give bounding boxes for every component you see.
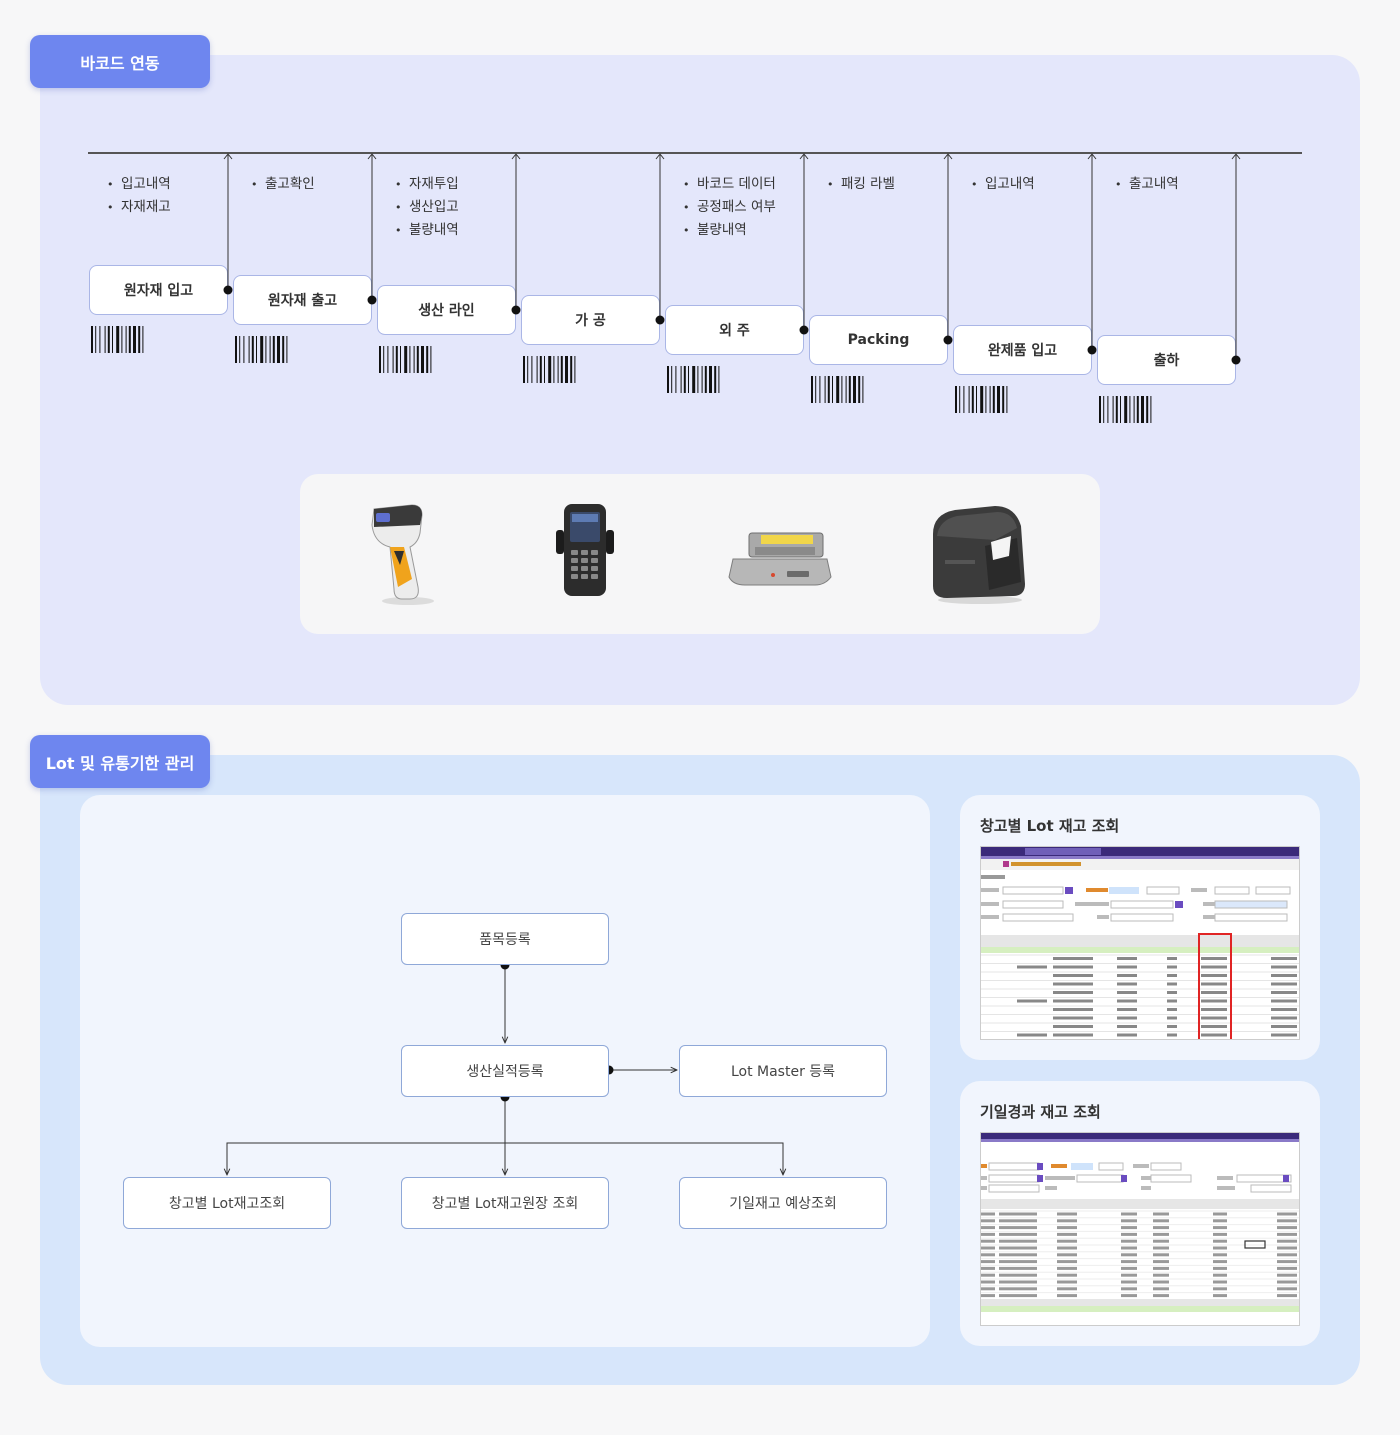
step-connector-arrow xyxy=(1087,153,1097,355)
lot-stock-card-title: 창고별 Lot 재고 조회 xyxy=(980,817,1120,835)
process-step-box: 외 주 xyxy=(665,305,804,355)
expiry-forecast-box: 기일재고 예상조회 xyxy=(679,1177,887,1229)
step-connector-arrow xyxy=(223,153,233,295)
process-step-notes: 입고내역 xyxy=(971,173,1035,196)
step-connector-arrow xyxy=(367,153,377,305)
barcode-icon xyxy=(523,356,576,383)
barcode-icon xyxy=(235,336,288,363)
process-step-box: Packing xyxy=(809,315,948,365)
lot-stock-screenshot xyxy=(980,846,1300,1040)
process-step-box: 완제품 입고 xyxy=(953,325,1092,375)
lot-stock-table-graphic xyxy=(981,847,1299,1039)
production-register-box: 생산실적등록 xyxy=(401,1045,609,1097)
warehouse-lot-box: 창고별 Lot재고조회 xyxy=(123,1177,331,1229)
lot-section-tag: Lot 및 유통기한 관리 xyxy=(30,735,210,788)
process-step-note: 자재투입 xyxy=(395,173,459,196)
barcode-icon xyxy=(667,366,720,393)
process-step-notes: 출고확인 xyxy=(251,173,315,196)
step-connector-arrow xyxy=(655,153,665,325)
process-step-note: 불량내역 xyxy=(395,219,459,242)
barcode-scanner-icon xyxy=(371,504,434,605)
process-step-note: 불량내역 xyxy=(683,219,776,242)
warehouse-ledger-box: 창고별 Lot재고원장 조회 xyxy=(401,1177,609,1229)
timeline-line xyxy=(88,152,1302,154)
process-step-note: 자재재고 xyxy=(107,196,171,219)
lot-master-box: Lot Master 등록 xyxy=(679,1045,887,1097)
barcode-section-tag: 바코드 연동 xyxy=(30,35,210,88)
fixed-scanner-icon xyxy=(728,532,832,586)
process-step-note: 출고확인 xyxy=(251,173,315,196)
process-step-note: 패킹 라벨 xyxy=(827,173,895,196)
process-step-note: 입고내역 xyxy=(107,173,171,196)
step-connector-arrow xyxy=(1231,153,1241,365)
step-connector-arrow xyxy=(799,153,809,335)
expired-stock-card-title: 기일경과 재고 조회 xyxy=(980,1103,1101,1121)
process-step-notes: 자재투입생산입고불량내역 xyxy=(395,173,459,242)
barcode-icon xyxy=(955,386,1008,413)
label-printer-icon xyxy=(933,506,1025,604)
process-step-box: 가 공 xyxy=(521,295,660,345)
process-step-note: 공정패스 여부 xyxy=(683,196,776,219)
process-step-box: 생산 라인 xyxy=(377,285,516,335)
process-step-box: 원자재 입고 xyxy=(89,265,228,315)
process-step-notes: 패킹 라벨 xyxy=(827,173,895,196)
barcode-icon xyxy=(91,326,144,353)
process-step-notes: 출고내역 xyxy=(1115,173,1179,196)
barcode-icon xyxy=(379,346,432,373)
handheld-terminal-icon xyxy=(556,504,614,596)
process-step-notes: 바코드 데이터공정패스 여부불량내역 xyxy=(683,173,776,242)
process-step-note: 출고내역 xyxy=(1115,173,1179,196)
step-connector-arrow xyxy=(511,153,521,315)
step-connector-arrow xyxy=(943,153,953,345)
expired-stock-table-graphic xyxy=(981,1133,1299,1325)
process-step-note: 생산입고 xyxy=(395,196,459,219)
expired-stock-screenshot xyxy=(980,1132,1300,1326)
barcode-icon xyxy=(811,376,864,403)
process-step-note: 바코드 데이터 xyxy=(683,173,776,196)
process-step-note: 입고내역 xyxy=(971,173,1035,196)
item-register-box: 품목등록 xyxy=(401,913,609,965)
barcode-icon xyxy=(1099,396,1152,423)
process-step-notes: 입고내역자재재고 xyxy=(107,173,171,219)
process-step-box: 출하 xyxy=(1097,335,1236,385)
